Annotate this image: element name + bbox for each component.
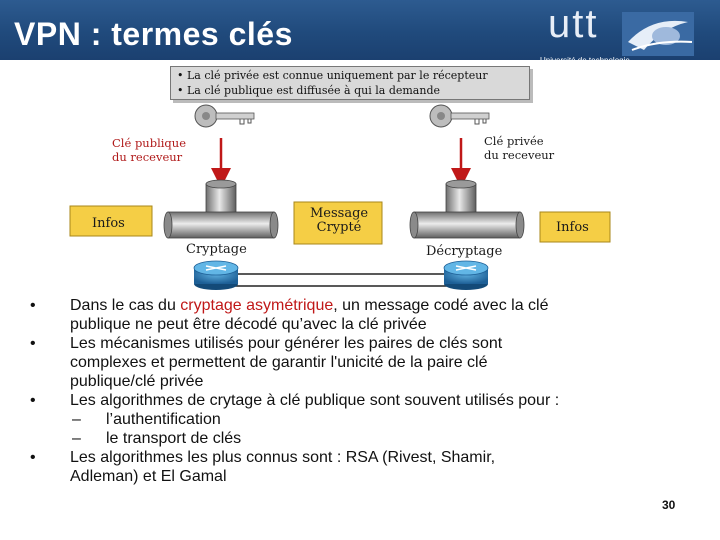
public-key-label: Clé publique du receveur (112, 136, 186, 164)
list-item: • Dans le cas du cryptage asymétrique, u… (30, 297, 549, 333)
message-label: Message Crypté (310, 206, 369, 235)
encryption-label: Cryptage (186, 242, 247, 257)
list-item: • Les algorithmes les plus connus sont :… (30, 449, 496, 485)
slide-title: VPN : termes clés (14, 16, 293, 52)
list-item: • Les algorithmes de crytage à clé publi… (30, 392, 560, 409)
decryption-pipe-icon (409, 179, 525, 239)
private-key-label: Clé privée du receveur (484, 134, 555, 162)
bullet-marker: • (30, 335, 36, 352)
dash-marker: – (72, 430, 81, 447)
sub-list-item: – le transport de clés (72, 430, 242, 447)
key-note-line: • La clé publique est diffusée à qui la … (177, 84, 441, 97)
sub-list-item: – l’authentification (72, 411, 221, 428)
slide-header: VPN : termes clés utt Université de tech… (0, 0, 720, 73)
encryption-pipe-icon (163, 179, 279, 239)
page-number: 30 (662, 498, 676, 512)
logo-emblem-icon (622, 12, 694, 56)
key-note-line: • La clé privée est connue uniquement pa… (177, 69, 488, 82)
list-item: • Les mécanismes utilisés pour générer l… (30, 335, 503, 390)
bullet-marker: • (30, 392, 36, 409)
bullet-marker: • (30, 297, 36, 314)
bullet-marker: • (30, 449, 36, 466)
dash-marker: – (72, 411, 81, 428)
bullet-list: • Dans le cas du cryptage asymétrique, u… (28, 296, 688, 486)
router-right-icon (443, 260, 489, 290)
infos-right-box (539, 211, 611, 243)
key-note-box: • La clé privée est connue uniquement pa… (170, 66, 530, 100)
router-left-icon (193, 260, 239, 290)
diagram-canvas (69, 104, 611, 290)
logo-city: Troyes (630, 66, 652, 73)
public-key-icon (194, 104, 255, 128)
infos-right-label: Infos (556, 220, 589, 235)
utt-logo: utt Université de technologie Troyes (512, 2, 720, 73)
highlight-term: cryptage asymétrique (180, 297, 334, 314)
decryption-label: Décryptage (426, 244, 503, 259)
logo-subtitle: Université de technologie (540, 56, 630, 65)
private-key-icon (429, 104, 490, 128)
encryption-diagram: Clé publique du receveur Clé privée du r… (0, 100, 720, 290)
infos-left-label: Infos (92, 216, 125, 231)
infos-left-box (69, 205, 153, 237)
message-box (293, 201, 383, 245)
logo-wordmark: utt (548, 2, 599, 46)
